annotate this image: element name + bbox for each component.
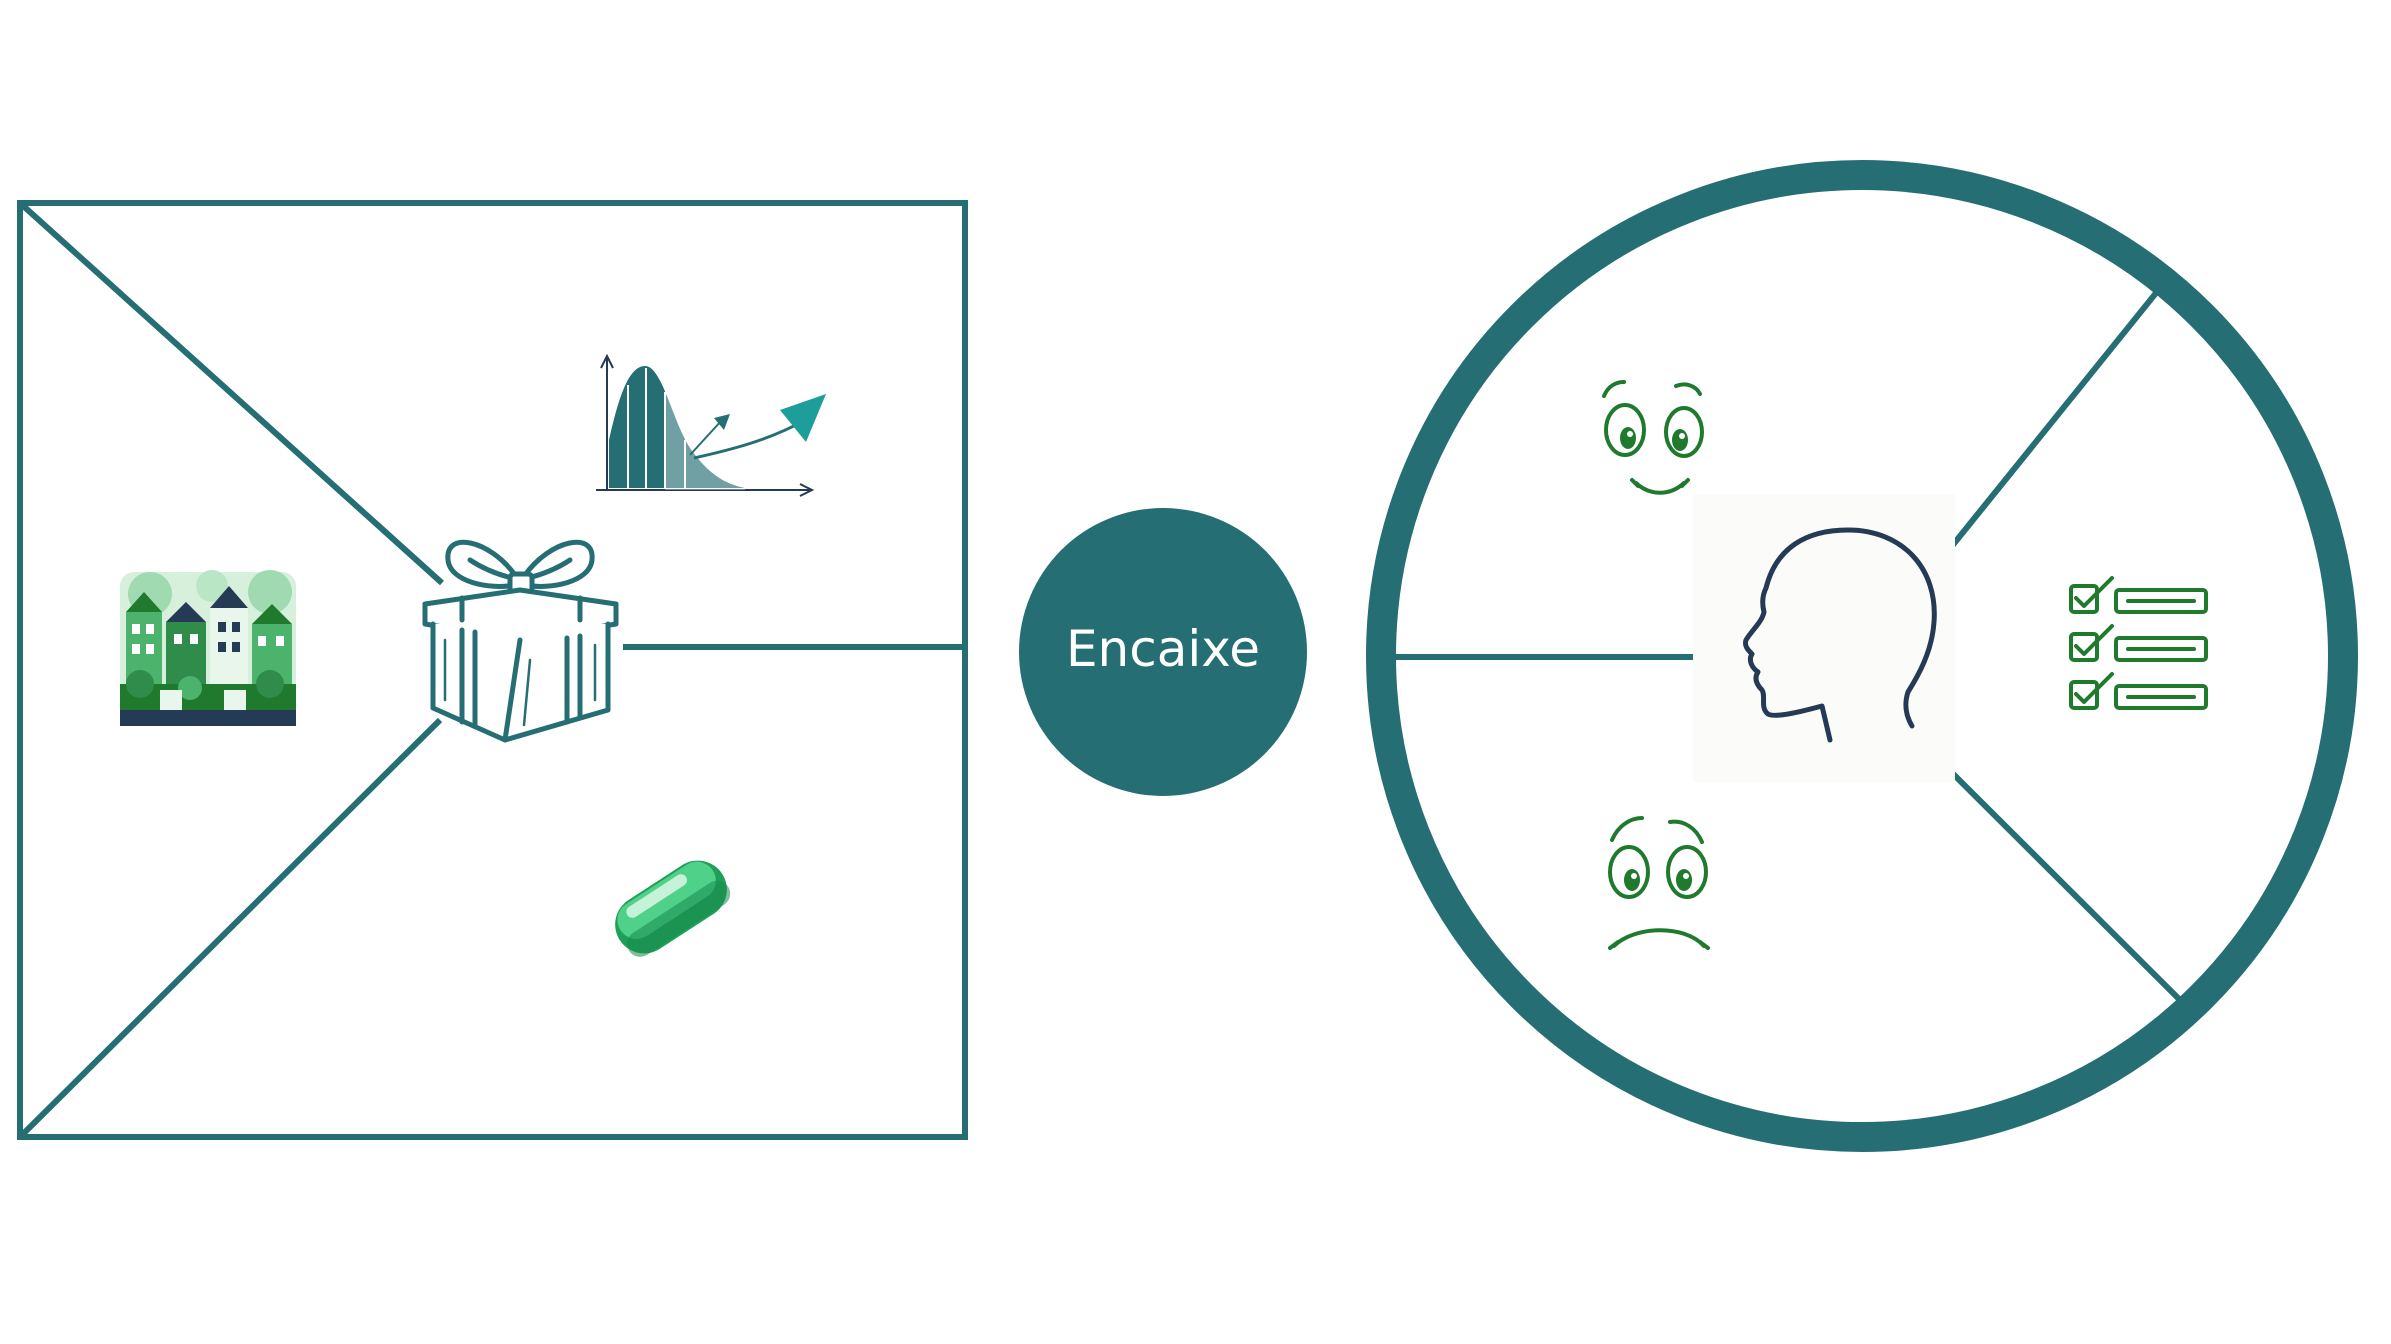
growth-chart-icon bbox=[596, 353, 826, 497]
value-map-frame bbox=[17, 200, 968, 1140]
value-map bbox=[17, 200, 968, 1140]
fit-badge: Encaixe bbox=[1019, 508, 1307, 796]
head-profile-icon bbox=[1693, 494, 1955, 782]
gift-box-icon bbox=[422, 539, 619, 743]
fit-circle bbox=[1019, 508, 1307, 796]
sad-face-icon bbox=[1608, 816, 1710, 950]
customer-profile-ring bbox=[1366, 160, 2358, 1152]
value-map-divider-top bbox=[17, 200, 445, 586]
fit-label: Encaixe bbox=[1066, 620, 1260, 678]
happy-face-icon bbox=[1602, 380, 1704, 495]
customer-profile bbox=[1366, 160, 2358, 1152]
value-map-divider-bottom bbox=[17, 717, 443, 1140]
neighborhood-icon bbox=[120, 570, 296, 726]
pill-icon bbox=[615, 860, 731, 957]
customer-divider-top bbox=[1924, 291, 2159, 579]
checklist-icon bbox=[2069, 576, 2208, 710]
